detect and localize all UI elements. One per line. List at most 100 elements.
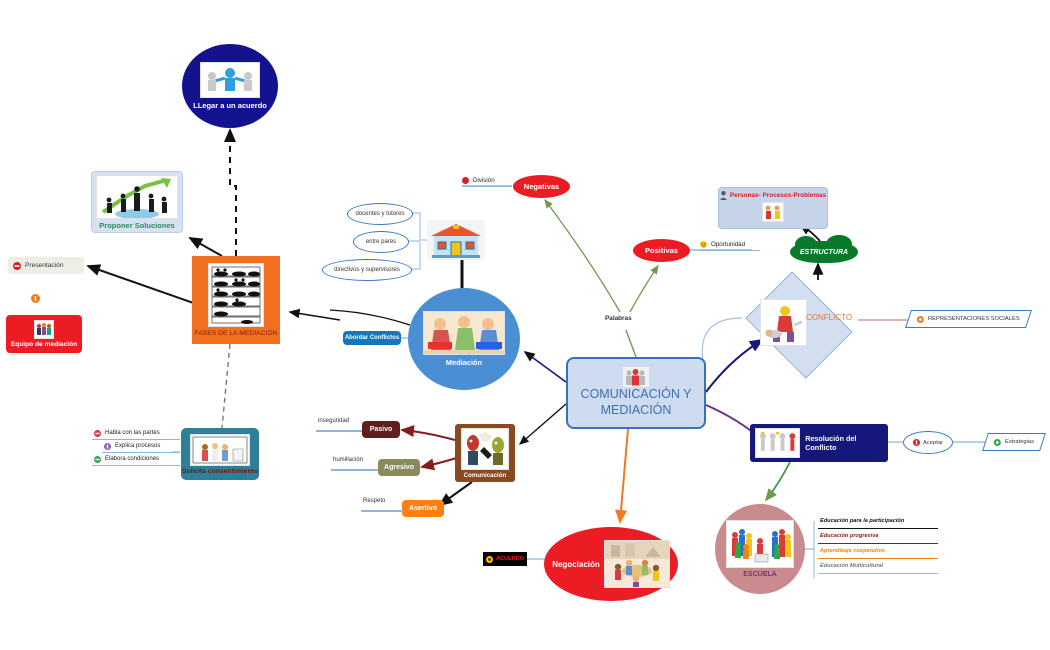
node-personas-procesos-problemas[interactable]: Personas- Procesos-Problemas <box>718 187 828 229</box>
tag-abordar-conflictos[interactable]: Abordar Conflictos <box>343 331 401 345</box>
red-circle-icon <box>13 261 21 270</box>
icon-school-building[interactable] <box>427 220 485 260</box>
list-item[interactable]: Elabora condiciones <box>92 453 180 466</box>
figures-line-icon <box>755 428 801 458</box>
mediacion-type-option[interactable]: entre pares <box>353 231 409 253</box>
meeting-drawing-icon <box>190 433 250 466</box>
list-item[interactable]: Habla con las partes <box>92 427 180 440</box>
list-item[interactable]: Aprendizaje cooperativo <box>818 544 938 559</box>
node-label: Solicita consentimiento <box>181 467 259 475</box>
school-building-icon <box>427 220 485 260</box>
list-item[interactable]: Educación para la participación <box>818 514 938 529</box>
node-label: Resolución del Conflicto <box>805 434 857 452</box>
node-label: FASES DE LA MEDIACIÓN <box>194 330 278 337</box>
style-agresivo[interactable]: Agresivo <box>378 459 420 476</box>
red-dot-icon <box>462 176 469 184</box>
argument-cartoon-icon <box>423 311 505 355</box>
trait-humillacion: humillación <box>333 457 364 463</box>
node-positivas[interactable]: Positivas <box>633 239 690 262</box>
green-dot-icon <box>94 455 101 463</box>
list-item[interactable]: Explica procesos <box>102 440 180 453</box>
icon-fight-cartoon <box>760 299 807 346</box>
classroom-figures-icon <box>726 520 794 568</box>
node-estructura[interactable]: ESTRUCTURA <box>790 235 858 263</box>
growth-chart-people-icon <box>96 174 178 219</box>
mediacion-type-option[interactable]: docentes y tutores <box>347 203 413 225</box>
list-item-label: Habla con las partes <box>105 430 160 436</box>
solicita-sub-list: Habla con las partes Explica procesos El… <box>92 427 180 466</box>
tag-label: Oportunidad <box>711 240 746 248</box>
connector-label-palabras: Palabras <box>605 315 632 322</box>
mediacion-type-option[interactable]: directivos y supervisores <box>322 259 412 281</box>
node-label: ESTRUCTURA <box>799 248 849 256</box>
purple-dot-icon <box>104 442 111 450</box>
central-title-line2: MEDIACIÓN <box>600 403 672 417</box>
node-label: Aceptar <box>923 439 943 446</box>
conflict-pair-icon <box>762 202 784 222</box>
node-negociacion[interactable]: Negociación <box>544 527 678 601</box>
node-proponer-soluciones[interactable]: Proponer Soluciones <box>91 171 183 233</box>
team-icon <box>34 320 54 339</box>
people-group-icon <box>623 367 649 388</box>
yellow-smiley-icon <box>700 240 707 248</box>
style-pasivo[interactable]: Pasivo <box>362 421 400 438</box>
central-node[interactable]: COMUNICACIÓN Y MEDIACIÓN <box>566 357 706 429</box>
node-estrategias[interactable]: Estrategias <box>982 433 1046 451</box>
node-resolucion-del-conflicto[interactable]: Resolución del Conflicto <box>750 424 888 462</box>
tag-division[interactable]: División <box>462 174 512 187</box>
comic-strip-icon <box>208 263 264 327</box>
node-label: Mediación <box>445 358 483 367</box>
personas-header: Personas- Procesos-Problemas <box>719 191 827 200</box>
node-solicita-consentimiento[interactable]: Solicita consentimiento <box>181 428 259 480</box>
node-label: Equipo de mediación <box>10 341 78 348</box>
trait-underline <box>316 430 362 432</box>
list-item-label: Explica procesos <box>115 443 161 449</box>
fight-cartoon-icon <box>760 299 807 346</box>
person-icon <box>719 191 727 200</box>
node-label: Personas- Procesos-Problemas <box>729 192 827 199</box>
trait-inseguridad: inseguridad <box>318 418 350 424</box>
list-item-label: Elabora condiciones <box>105 456 160 462</box>
node-presentacion[interactable]: Presentación <box>8 257 84 274</box>
node-comunicacion[interactable]: Comunicación <box>455 424 515 482</box>
red-circle-icon <box>913 439 920 446</box>
node-mediacion[interactable]: Mediación <box>408 288 520 390</box>
tag-label: División <box>473 176 495 184</box>
node-representaciones-sociales[interactable]: REPRESENTACIONES SOCIALES <box>905 310 1032 328</box>
red-dot-icon <box>94 429 101 437</box>
escuela-sub-list: Educación para la participación Educació… <box>818 514 938 574</box>
list-item[interactable]: Educación Multicultural <box>818 559 938 574</box>
list-item[interactable]: Educación progresiva <box>818 529 938 544</box>
tag-oportunidad[interactable]: Oportunidad <box>700 238 760 251</box>
style-asertivo[interactable]: Asertivo <box>402 500 444 517</box>
speaking-characters-icon <box>461 427 509 470</box>
yellow-dot-icon <box>485 555 493 563</box>
node-label: REPRESENTACIONES SOCIALES <box>928 316 1020 322</box>
node-llegar-a-un-acuerdo[interactable]: LLegar a un acuerdo <box>182 44 278 128</box>
node-label: Presentación <box>25 262 64 269</box>
node-equipo-de-mediacion[interactable]: Equipo de mediación <box>6 315 82 353</box>
node-label: Proponer Soluciones <box>99 220 175 230</box>
node-fases-de-la-mediacion[interactable]: FASES DE LA MEDIACIÓN <box>192 256 280 344</box>
node-aceptar[interactable]: Aceptar <box>903 431 953 454</box>
trait-underline <box>331 469 378 471</box>
orange-dot-icon <box>31 294 40 303</box>
tag-acuerdo[interactable]: ACUERDO <box>483 552 527 566</box>
orange-circle-icon <box>917 315 924 323</box>
central-title-line1: COMUNICACIÓN Y <box>580 387 692 402</box>
node-label: ESCUELA <box>743 571 777 578</box>
node-label: Estrategias <box>1005 439 1034 445</box>
green-circle-icon <box>994 438 1001 446</box>
conflicto-label: CONFLICTO <box>806 313 853 322</box>
round-table-meeting-icon <box>603 540 670 588</box>
node-label: LLegar a un acuerdo <box>193 101 267 110</box>
handshake-people-icon <box>200 62 260 98</box>
node-negativas[interactable]: Negativas <box>513 175 570 198</box>
standalone-marker[interactable] <box>31 290 40 303</box>
trait-respeto: Respeto <box>363 498 386 504</box>
node-label: Negociación <box>552 559 600 569</box>
node-escuela[interactable]: ESCUELA <box>715 504 805 594</box>
tag-label: ACUERDO <box>495 556 525 562</box>
node-label: Comunicación <box>463 471 507 479</box>
